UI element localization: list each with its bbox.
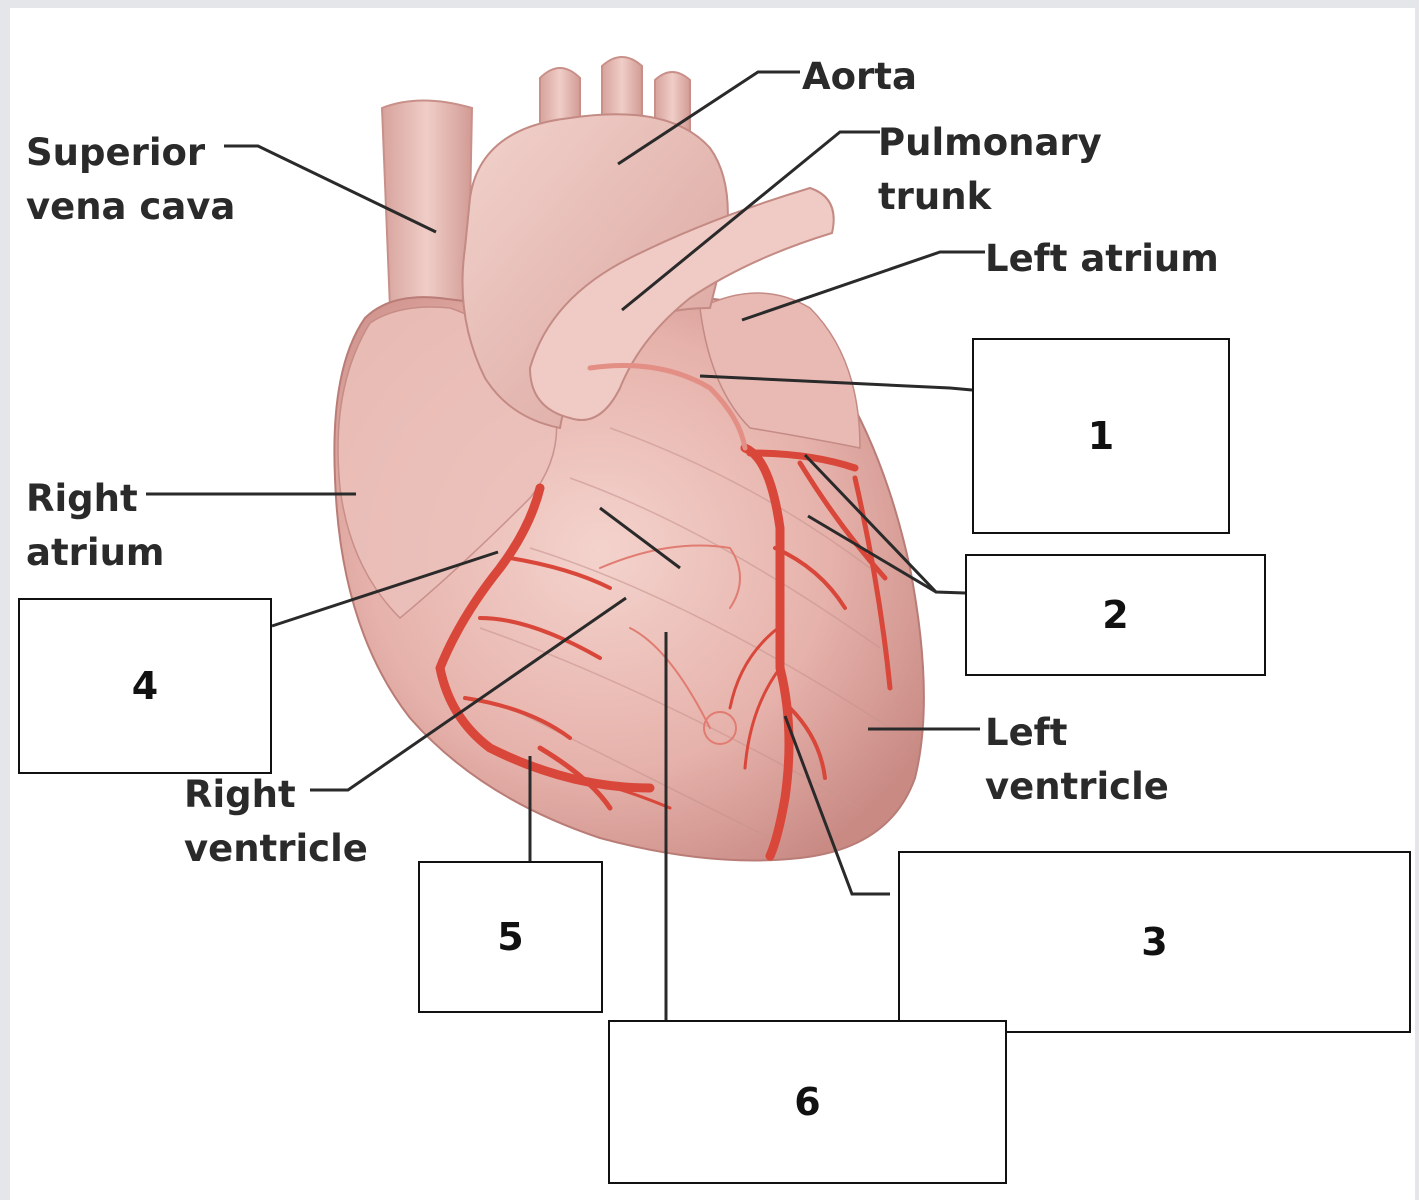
label-left-ventricle-line2: ventricle bbox=[985, 765, 1169, 808]
answer-box-5-number: 5 bbox=[497, 915, 524, 959]
answer-box-4-number: 4 bbox=[131, 664, 159, 708]
label-right-atrium-line1: Right bbox=[26, 477, 138, 520]
answer-box-2-number: 2 bbox=[1102, 593, 1129, 637]
pulmonary-trunk-shape bbox=[528, 186, 835, 421]
leader-box-4 bbox=[271, 550, 499, 628]
leader-superior-vena-cava bbox=[224, 144, 437, 234]
label-right-ventricle-line2: ventricle bbox=[184, 827, 368, 870]
answer-box-6[interactable]: 6 bbox=[608, 1020, 1007, 1184]
label-superior-vena-cava: Superior vena cava bbox=[26, 126, 235, 234]
label-left-atrium: Left atrium bbox=[985, 232, 1219, 286]
label-aorta: Aorta bbox=[802, 50, 917, 104]
label-left-ventricle: Left ventricle bbox=[985, 706, 1169, 814]
label-superior-vena-cava-line1: Superior bbox=[26, 131, 206, 174]
label-left-atrium-text: Left atrium bbox=[985, 237, 1219, 280]
answer-box-1[interactable]: 1 bbox=[972, 338, 1230, 534]
label-pulmonary-trunk-line2: trunk bbox=[878, 175, 992, 218]
heart-illustration bbox=[146, 56, 985, 1020]
answer-box-3[interactable]: 3 bbox=[898, 851, 1411, 1033]
label-superior-vena-cava-line2: vena cava bbox=[26, 185, 236, 228]
leader-right-ventricle bbox=[310, 596, 627, 792]
answer-box-5[interactable]: 5 bbox=[418, 861, 603, 1013]
label-pulmonary-trunk-line1: Pulmonary bbox=[878, 121, 1102, 164]
leader-left-atrium-line bbox=[599, 506, 681, 570]
answer-box-6-number: 6 bbox=[794, 1080, 821, 1124]
leader-lines bbox=[146, 70, 985, 1020]
superior-vena-cava-shape bbox=[380, 99, 474, 319]
leader-pulmonary-trunk bbox=[621, 130, 880, 312]
label-right-ventricle-line1: Right bbox=[184, 773, 296, 816]
label-right-atrium-line2: atrium bbox=[26, 531, 165, 574]
coronary-vessels bbox=[435, 363, 893, 861]
answer-box-4[interactable]: 4 bbox=[18, 598, 272, 774]
leader-left-atrium bbox=[741, 250, 985, 322]
label-pulmonary-trunk: Pulmonary trunk bbox=[878, 116, 1102, 224]
answer-box-2[interactable]: 2 bbox=[965, 554, 1266, 676]
leader-box-2b bbox=[807, 514, 937, 594]
leader-box-1 bbox=[699, 374, 973, 392]
label-right-atrium: Right atrium bbox=[26, 472, 164, 580]
answer-box-3-number: 3 bbox=[1141, 920, 1168, 964]
left-atrium-shape bbox=[699, 292, 861, 449]
leader-aorta bbox=[617, 70, 800, 166]
diagram-canvas: Aorta Pulmonary trunk Superior vena cava… bbox=[10, 8, 1415, 1200]
label-left-ventricle-line1: Left bbox=[985, 711, 1068, 754]
leader-box-3 bbox=[783, 715, 890, 896]
label-right-ventricle: Right ventricle bbox=[184, 768, 368, 876]
answer-box-1-number: 1 bbox=[1087, 414, 1115, 458]
label-aorta-text: Aorta bbox=[802, 55, 917, 98]
